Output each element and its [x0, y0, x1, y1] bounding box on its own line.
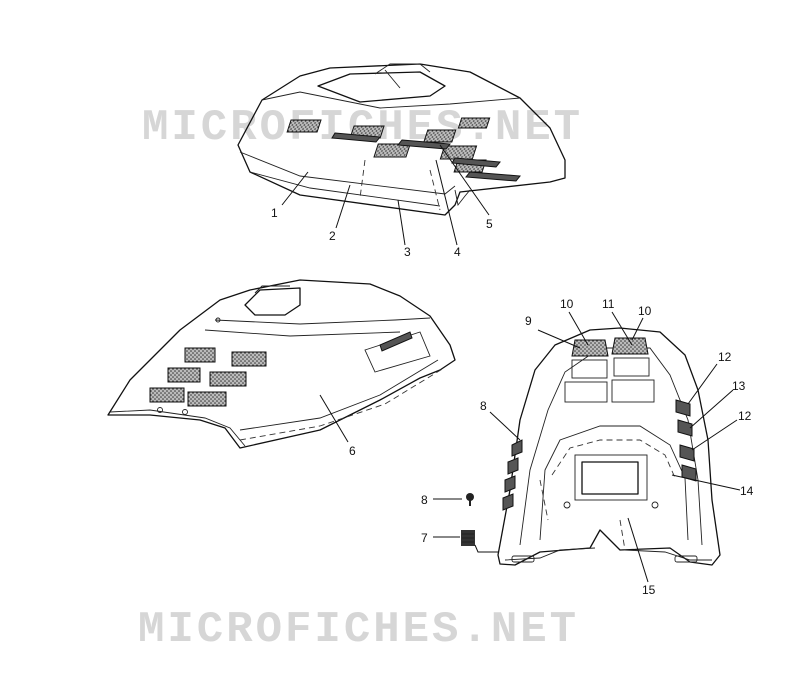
callout-14: 14	[740, 484, 754, 498]
vent-panel-icon	[373, 143, 411, 158]
callout-11: 11	[602, 297, 615, 311]
vent-panel-icon	[184, 347, 216, 363]
fastener-parts	[461, 493, 498, 553]
callouts-rear-assembly: 8 7 8 9 10 11 10 12 13 12 14 15	[421, 297, 754, 597]
callouts-top-assembly: 1 2 3 4 5	[271, 144, 493, 259]
callout-7: 7	[421, 531, 428, 545]
callout-6: 6	[349, 444, 356, 458]
vent-panel-icon	[231, 351, 267, 367]
vent-panel-icon	[209, 371, 247, 387]
vent-panel-icon	[149, 387, 185, 403]
callout-4: 4	[454, 245, 461, 259]
callout-9: 9	[525, 314, 532, 328]
callout-8-vent: 8	[480, 399, 487, 413]
hood-side-view	[107, 279, 456, 449]
callout-2: 2	[329, 229, 336, 243]
callout-3: 3	[404, 245, 411, 259]
hood-top-view	[237, 63, 566, 216]
hood-rear-view	[497, 327, 721, 566]
vent-panel-icon	[457, 117, 491, 129]
vent-panel-icon	[187, 391, 227, 407]
watermark-bottom: MICROFICHES.NET	[138, 605, 579, 655]
callout-12-lower: 12	[738, 409, 752, 423]
vent-panel-icon	[286, 119, 322, 133]
callout-8-fastener: 8	[421, 493, 428, 507]
callout-12-upper: 12	[718, 350, 732, 364]
callout-13: 13	[732, 379, 746, 393]
callouts-side-assembly: 6	[319, 394, 356, 458]
vent-panel-icon	[423, 129, 457, 143]
callout-5: 5	[486, 217, 493, 231]
callout-10-right: 10	[638, 304, 652, 318]
callout-15: 15	[642, 583, 656, 597]
callout-1: 1	[271, 206, 278, 220]
push-rivet-icon	[466, 493, 474, 501]
callout-10-left: 10	[560, 297, 574, 311]
vent-panel-icon	[167, 367, 201, 383]
